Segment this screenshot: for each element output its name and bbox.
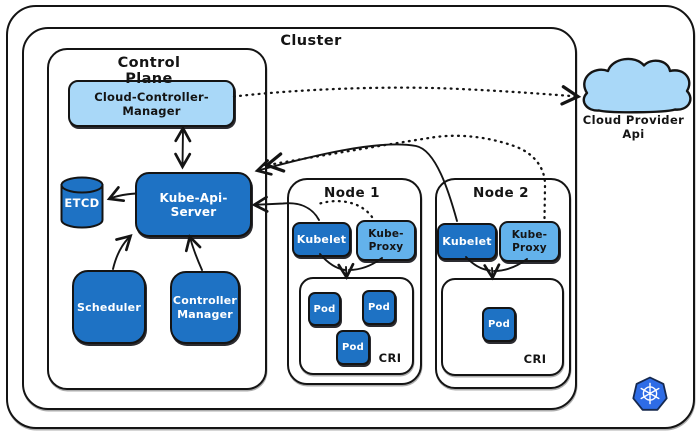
- controller-manager-box: Controller Manager: [170, 271, 240, 344]
- pod-box: Pod: [308, 292, 341, 326]
- cloud-controller-manager-box: Cloud-Controller-Manager: [68, 80, 235, 127]
- node2-cri-label: CRI: [523, 352, 547, 366]
- node2-kube-proxy-box: Kube- Proxy: [499, 221, 560, 262]
- etcd-label: ETCD: [64, 196, 100, 210]
- pod-box: Pod: [482, 307, 516, 342]
- pod-box: Pod: [336, 330, 370, 365]
- node1-kube-proxy-box: Kube- Proxy: [356, 220, 416, 261]
- kube-api-server-box: Kube-Api-Server: [135, 172, 252, 237]
- pod-box: Pod: [362, 290, 396, 325]
- scheduler-box: Scheduler: [72, 270, 146, 344]
- cluster-label: Cluster: [280, 33, 342, 49]
- node1-label: Node 1: [324, 185, 380, 201]
- node2-label: Node 2: [473, 185, 529, 201]
- node2-kubelet-box: Kubelet: [437, 223, 497, 260]
- node1-cri-label: CRI: [378, 351, 402, 365]
- cloud-provider-api-label: Cloud Provider Api: [582, 113, 685, 141]
- node1-kubelet-box: Kubelet: [292, 222, 351, 257]
- control-plane-label: Control Plane: [117, 55, 181, 87]
